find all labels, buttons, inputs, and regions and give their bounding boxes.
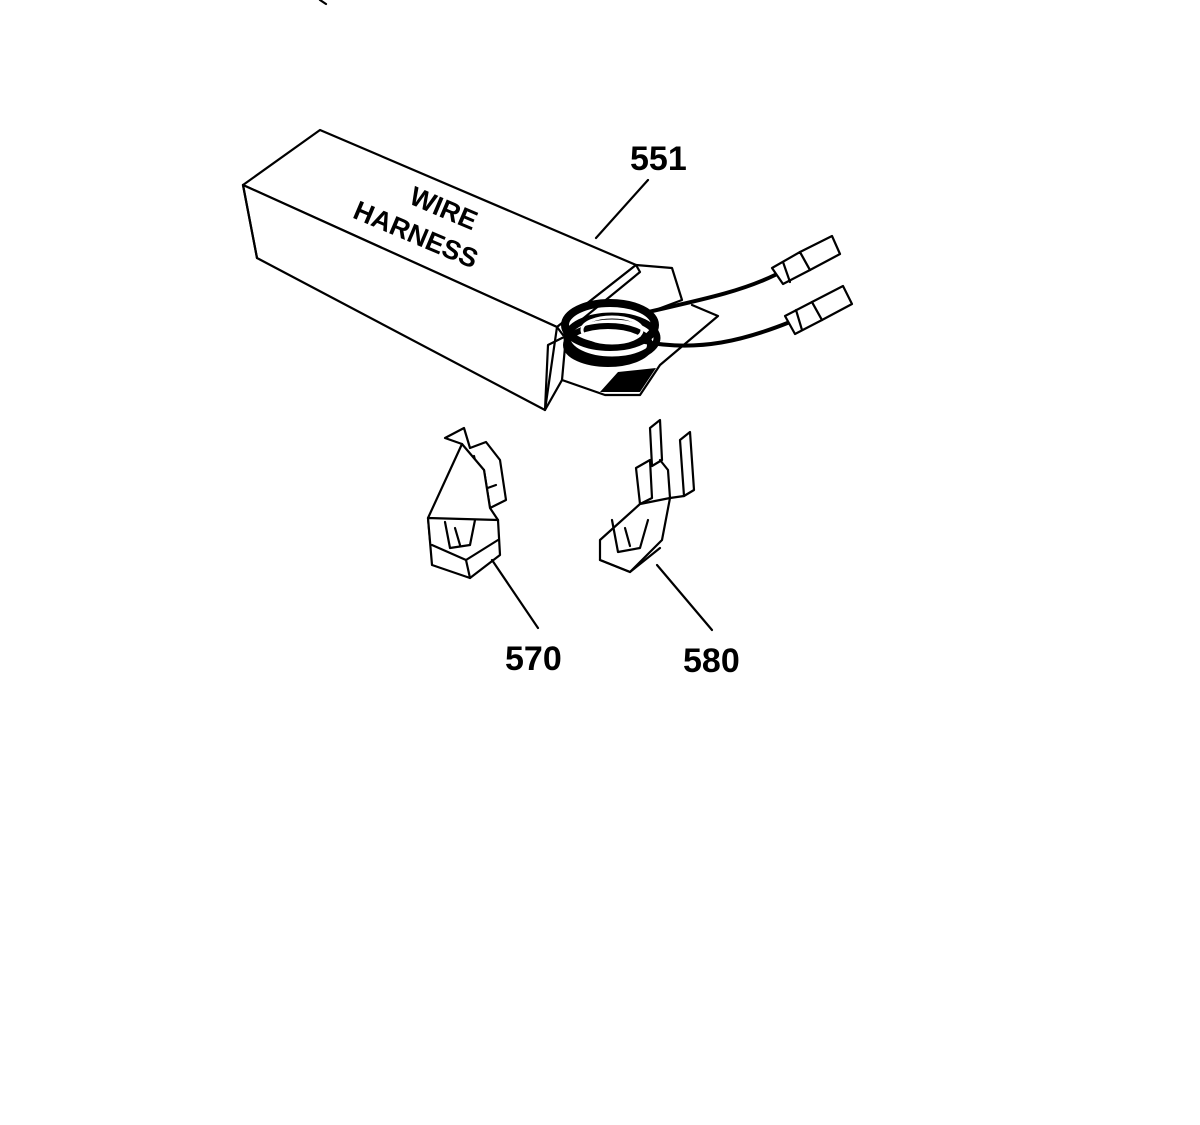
callout-551-leader bbox=[594, 178, 650, 240]
stray-mark bbox=[318, 0, 328, 6]
terminal-570 bbox=[426, 426, 508, 580]
callout-580-leader bbox=[655, 563, 714, 632]
callout-570-label: 570 bbox=[505, 640, 562, 678]
lower-wire-connector bbox=[783, 284, 854, 336]
upper-wire-connector bbox=[770, 234, 842, 286]
coiled-wire bbox=[561, 299, 661, 367]
wire-harness-box: WIRE HARNESS bbox=[241, 128, 854, 412]
terminal-580 bbox=[598, 418, 696, 574]
callout-551-label: 551 bbox=[630, 140, 687, 178]
callout-570-leader bbox=[490, 558, 540, 630]
callout-580-label: 580 bbox=[683, 642, 740, 680]
